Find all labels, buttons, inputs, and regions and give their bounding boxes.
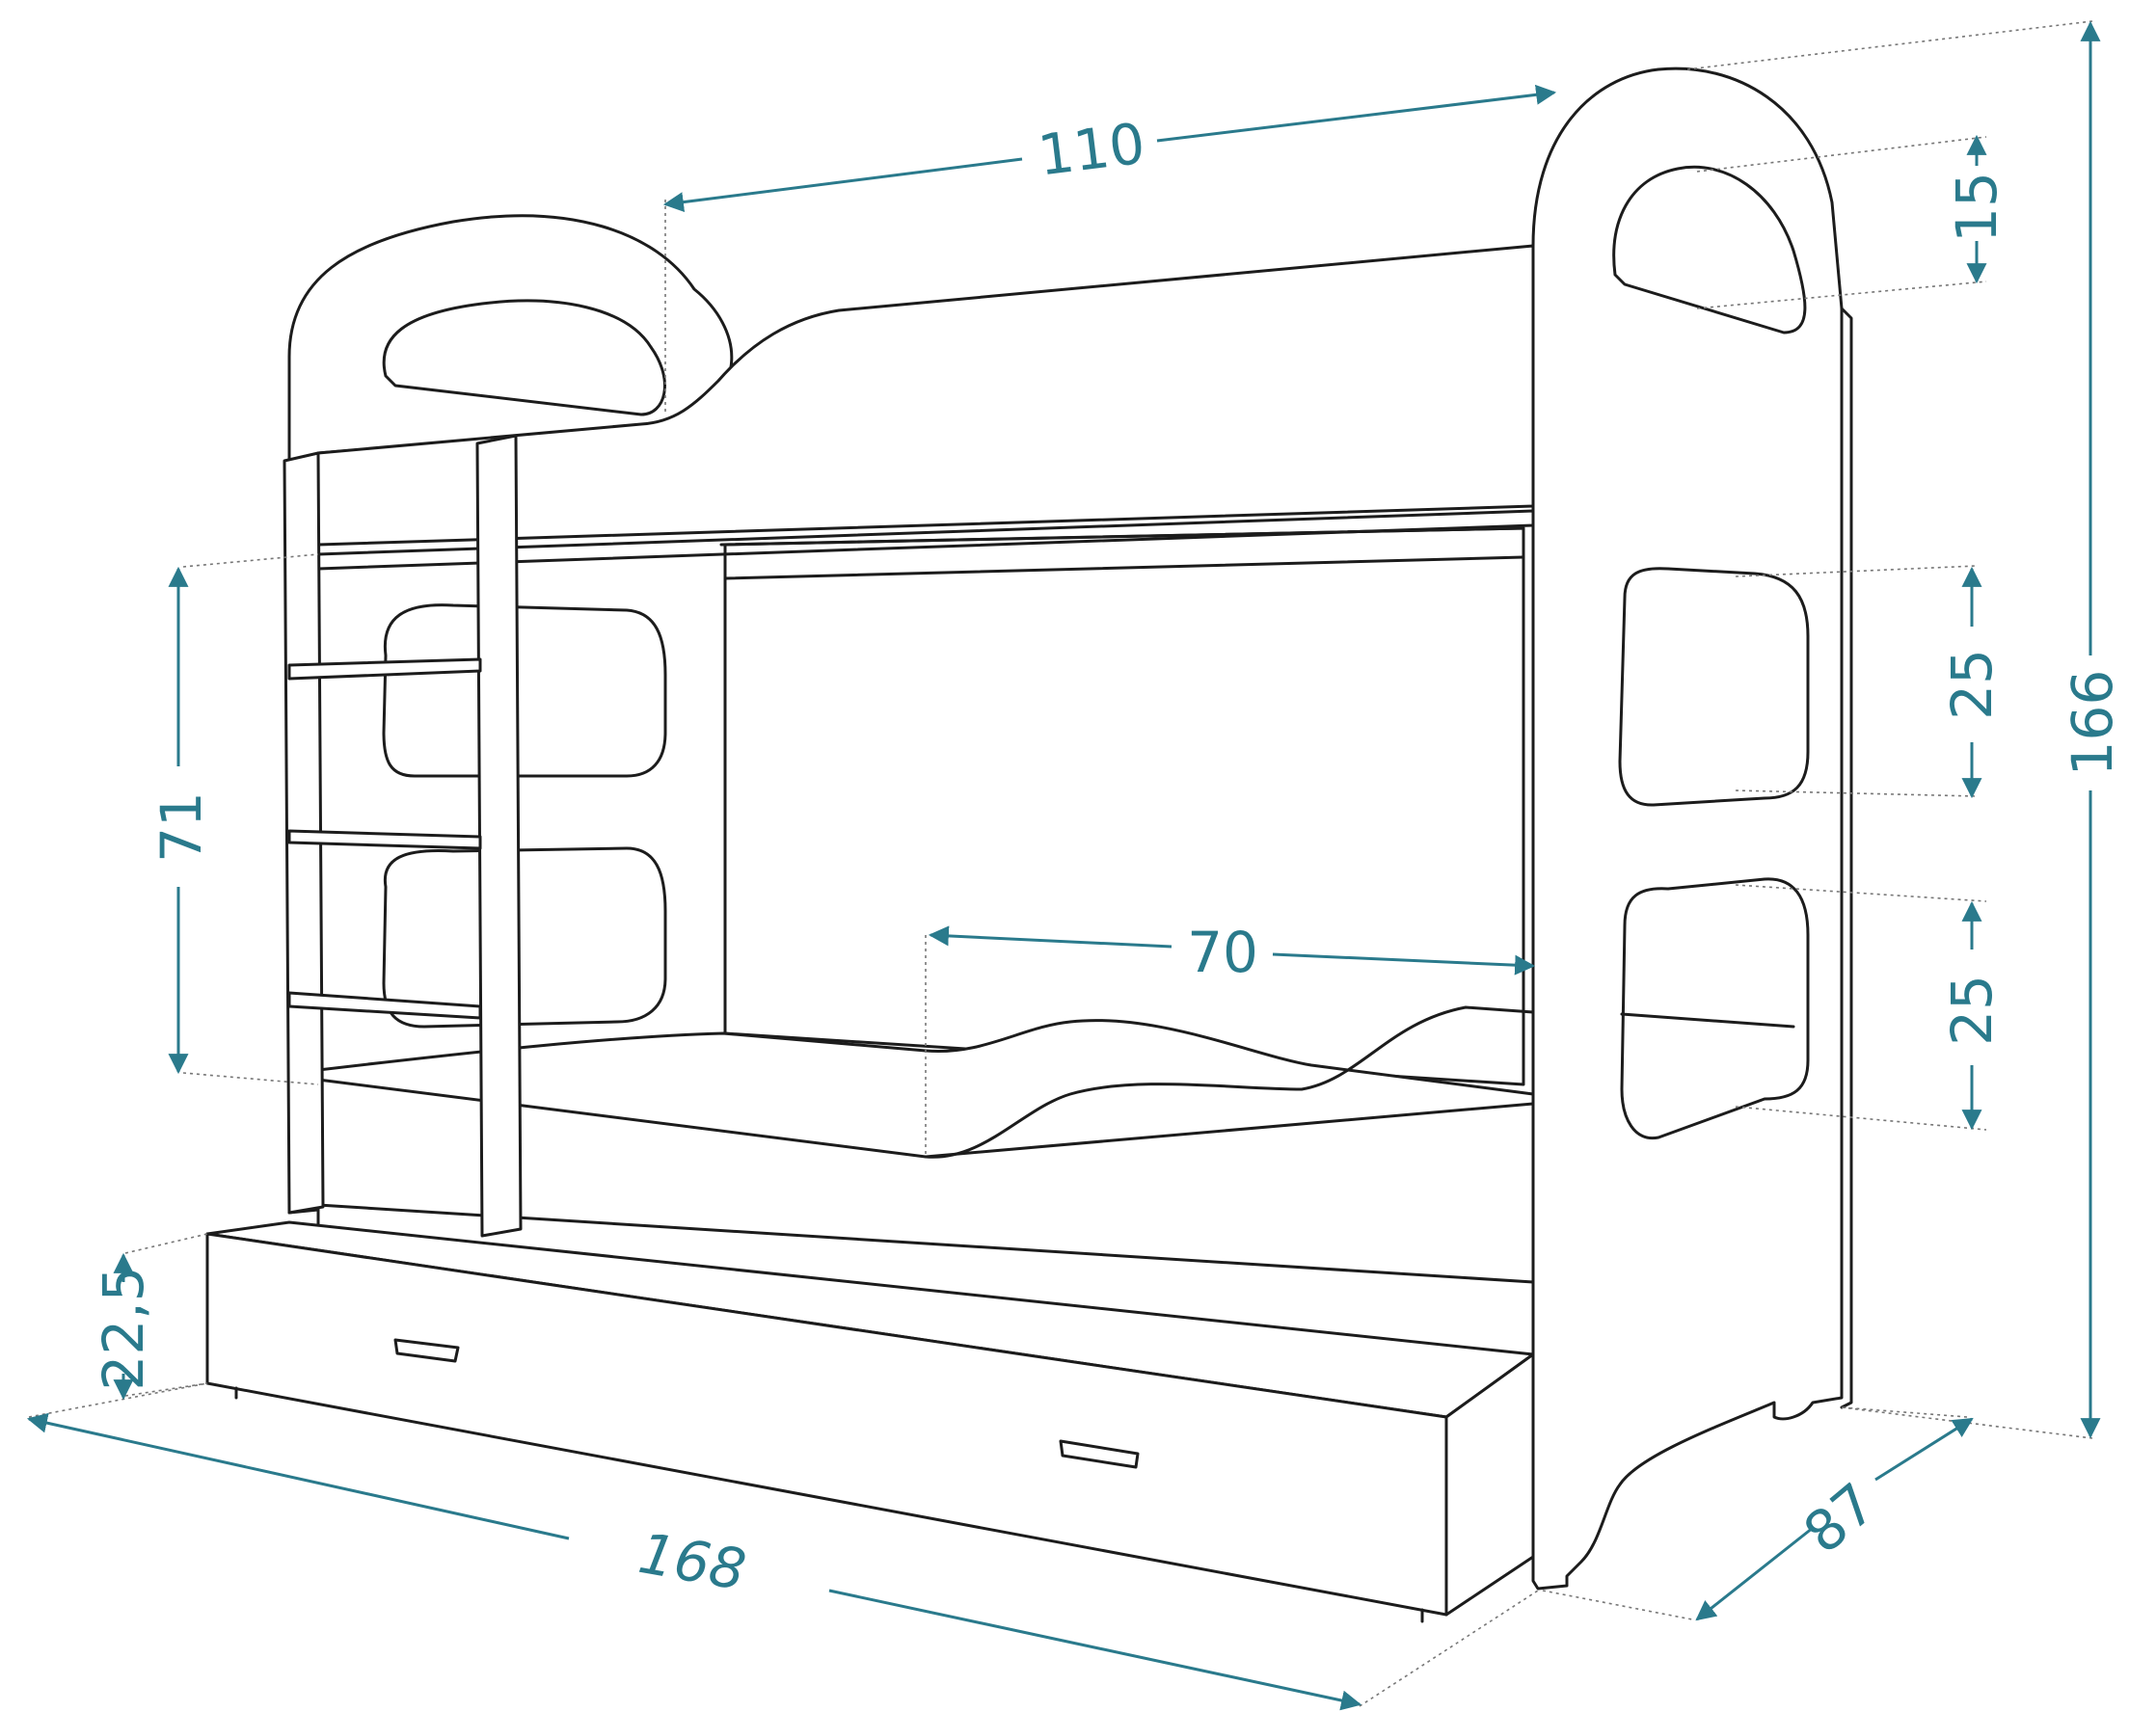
ladder-rung-2: [287, 829, 482, 850]
label-mid-hole: 25: [1939, 649, 2005, 720]
right-upper-cutout: [1612, 165, 1807, 334]
drawer-handle-right: [1059, 1439, 1140, 1469]
lower-bunk-wave: [924, 1005, 1535, 1159]
label-depth: 87: [1792, 1470, 1888, 1566]
right-low-cutout: [1620, 877, 1810, 1140]
label-total-height: 166: [2060, 670, 2125, 777]
right-headboard-edge: [1840, 307, 1853, 1409]
label-drawer-height: 22,5: [91, 1266, 156, 1390]
left-low-cutout: [382, 846, 667, 1029]
drawer-handle-left: [393, 1338, 460, 1363]
ladder-rung-3: [287, 991, 482, 1020]
left-upper-cutout: [382, 299, 666, 416]
drawer: [205, 1220, 1535, 1623]
label-upper-hole: 15: [1944, 172, 2009, 243]
right-headboard: [1531, 67, 1853, 1591]
right-headboard-panel: [1531, 67, 1844, 1591]
label-lower-hole: 25: [1939, 975, 2005, 1046]
bed-drawing: [205, 67, 1853, 1623]
ladder-rung-1: [287, 657, 482, 681]
ladder: [283, 434, 523, 1238]
label-top-length: 110: [1035, 111, 1148, 189]
left-headboard: [287, 214, 734, 1215]
label-guard-length: 70: [1187, 920, 1258, 985]
label-ladder-height: 71: [148, 791, 214, 863]
back-panel: [723, 526, 1525, 1086]
ladder-right-post: [475, 434, 523, 1238]
label-total-length: 168: [634, 1520, 751, 1603]
right-low-slat: [1620, 1012, 1795, 1029]
dimension-lines: [26, 20, 2101, 1711]
right-mid-cutout: [1618, 567, 1810, 807]
left-mid-cutout: [382, 603, 667, 778]
extension-lines: [28, 20, 2093, 1707]
upper-bunk-rail: [316, 244, 1535, 547]
